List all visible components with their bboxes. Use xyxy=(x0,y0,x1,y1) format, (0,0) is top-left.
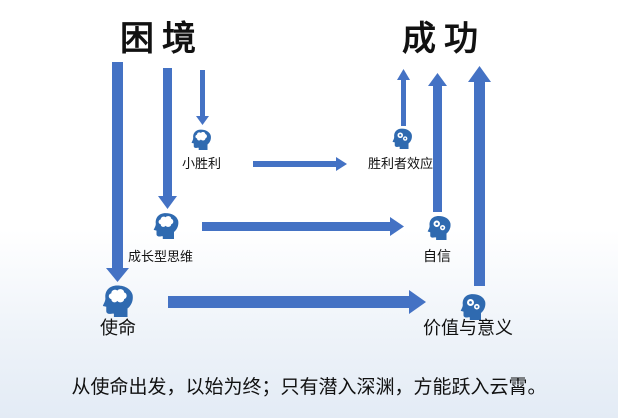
arrow-up-from-winner-effect xyxy=(397,69,410,126)
title-left: 困境 xyxy=(120,19,204,59)
gears-head-icon xyxy=(460,294,486,320)
node-winner-effect: 胜利者效应 xyxy=(368,157,434,172)
arrow-up-from-value xyxy=(468,66,491,286)
arrow-down-to-growth-mindset xyxy=(158,68,177,209)
arrow-mission-to-value xyxy=(168,290,426,314)
brain-head-icon xyxy=(153,213,179,239)
title-right: 成功 xyxy=(402,19,486,59)
arrow-growth-to-confidence xyxy=(202,217,404,236)
caption: 从使命出发，以始为终；只有潜入深渊，方能跃入云霄。 xyxy=(71,376,547,398)
gears-head-icon xyxy=(427,215,451,240)
arrow-down-to-small-win xyxy=(196,70,209,125)
node-mission: 使命 xyxy=(100,318,136,339)
brain-head-icon xyxy=(102,285,133,317)
node-growth-mindset: 成长型思维 xyxy=(128,250,194,265)
arrow-up-from-confidence xyxy=(428,73,447,212)
node-small-win: 小胜利 xyxy=(182,157,222,172)
arrow-small-win-to-winner-effect xyxy=(253,157,347,171)
node-value-meaning: 价值与意义 xyxy=(423,318,513,339)
gears-head-icon xyxy=(392,128,412,149)
node-confidence: 自信 xyxy=(423,249,451,265)
brain-head-icon xyxy=(191,129,211,150)
arrow-down-to-mission xyxy=(106,62,129,282)
